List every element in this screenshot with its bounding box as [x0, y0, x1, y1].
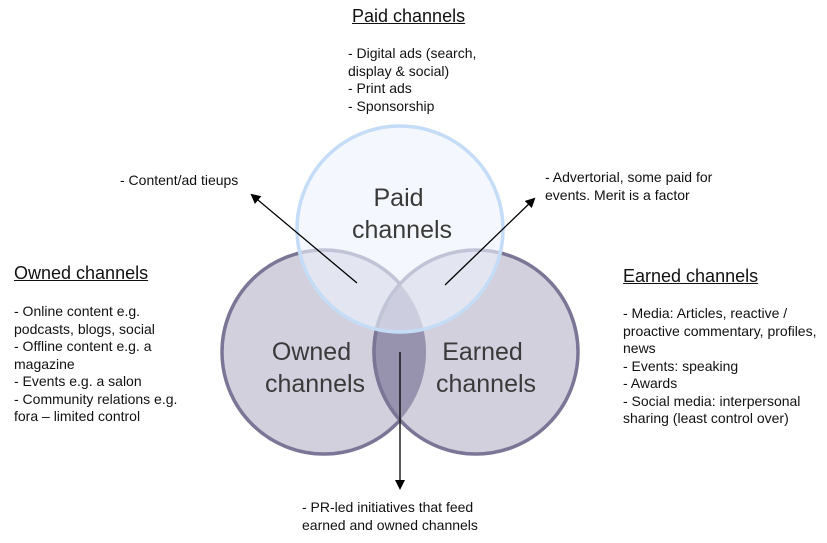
earned-channels-heading: Earned channels	[623, 266, 759, 286]
list-item: - Sponsorship	[348, 97, 435, 114]
list-item: - Print ads	[348, 80, 412, 96]
arrow-paid-earned	[444, 197, 536, 286]
list-item: - Media: Articles, reactive /	[623, 305, 788, 321]
list-item: sharing (least control over)	[623, 410, 789, 426]
list-item: - Digital ads (search,	[348, 45, 477, 61]
earned-channels-list: - Media: Articles, reactive / proactive …	[623, 305, 816, 428]
earned-circle-label: Earned channels	[436, 338, 536, 398]
list-item: news	[623, 340, 656, 356]
owned-circle-label: Owned channels	[265, 338, 365, 398]
list-item: - Social media: interpersonal	[623, 392, 801, 409]
list-item: proactive commentary, profiles,	[623, 322, 817, 339]
owned-earned-annotation: - PR-led initiatives that feed earned an…	[302, 499, 478, 534]
paid-circle-label: Paid channels	[352, 184, 452, 244]
annotation-line: - PR-led initiatives that feed	[302, 499, 474, 515]
annotation-line: - Advertorial, some paid for	[545, 169, 713, 185]
paid-channels-list: - Digital ads (search, display & social)…	[348, 45, 476, 115]
list-item: - Events: speaking	[623, 357, 739, 374]
list-item: - Online content e.g.	[14, 303, 141, 319]
list-item: fora – limited control	[14, 408, 141, 424]
annotation-line: earned and owned channels	[302, 516, 478, 533]
list-item: display & social)	[348, 62, 450, 79]
paid-channels-heading: Paid channels	[352, 6, 466, 26]
list-item: - Events e.g. a salon	[14, 373, 142, 389]
list-item: magazine	[14, 355, 75, 372]
owned-channels-list: - Online content e.g. podcasts, blogs, s…	[14, 303, 177, 426]
owned-channels-heading: Owned channels	[14, 263, 149, 283]
paid-earned-annotation: - Advertorial, some paid for events. Mer…	[545, 169, 712, 204]
list-item: - Offline content e.g. a	[14, 338, 152, 354]
paid-owned-annotation: - Content/ad tieups	[120, 172, 238, 190]
list-item: - Awards	[623, 375, 678, 391]
list-item: podcasts, blogs, social	[14, 320, 155, 337]
annotation-line: - Content/ad tieups	[120, 172, 239, 188]
arrow-paid-owned	[250, 193, 358, 284]
annotation-line: events. Merit is a factor	[545, 186, 690, 203]
list-item: - Community relations e.g.	[14, 390, 178, 407]
